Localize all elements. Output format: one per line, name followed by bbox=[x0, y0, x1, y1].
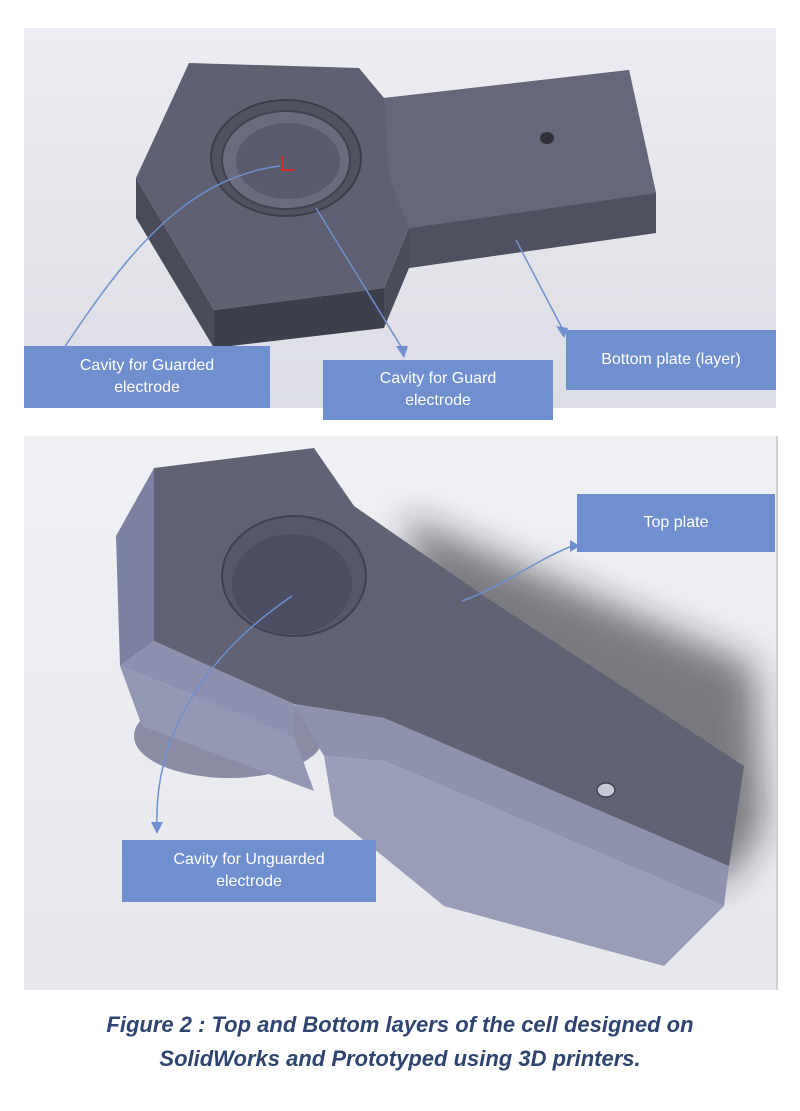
guard-cavity-leader bbox=[315, 207, 403, 349]
bottom-plate-render bbox=[63, 63, 656, 358]
top-plate-lower-left-face bbox=[120, 641, 294, 736]
top-plate-leader bbox=[461, 545, 573, 602]
top-plate-render bbox=[116, 448, 764, 966]
bottom-plate-render-panel bbox=[24, 28, 776, 408]
top-plate-arm-front-face bbox=[294, 704, 729, 906]
top-plate-arm-bottom-face bbox=[324, 756, 724, 966]
unguarded-cavity-leader bbox=[156, 595, 293, 827]
guarded-cavity-callout: Cavity for Guarded electrode bbox=[24, 346, 270, 408]
guarded-cavity-floor bbox=[236, 123, 340, 199]
bottom-plate-left-side-face bbox=[136, 178, 214, 348]
unguarded-cavity-wall bbox=[232, 534, 352, 634]
top-plate-pin-hole bbox=[596, 782, 616, 798]
figure-caption-line-1: Figure 2 : Top and Bottom layers of the … bbox=[106, 1012, 694, 1037]
figure-caption-line-2: SolidWorks and Prototyped using 3D print… bbox=[159, 1046, 641, 1071]
top-plate-left-face bbox=[116, 468, 154, 666]
bottom-plate-arrowhead bbox=[556, 326, 568, 338]
unguarded-cavity-callout: Cavity for Unguarded electrode bbox=[122, 840, 376, 902]
unguarded-cavity-arrowhead bbox=[151, 822, 163, 834]
bottom-plate-neck-side-face bbox=[384, 228, 409, 328]
top-plate-callout: Top plate bbox=[577, 494, 775, 552]
bottom-plate-leader bbox=[515, 239, 563, 329]
guard-cavity-arrowhead bbox=[396, 346, 408, 358]
figure-caption: Figure 2 : Top and Bottom layers of the … bbox=[0, 1008, 800, 1076]
top-plate-lower-face bbox=[120, 666, 314, 791]
guarded-cavity-leader bbox=[63, 165, 281, 349]
guard-cavity-callout: Cavity for Guard electrode bbox=[323, 360, 553, 420]
bottom-plate-callout: Bottom plate (layer) bbox=[566, 330, 776, 390]
origin-marker-icon bbox=[281, 156, 294, 171]
bottom-plate-pin-hole bbox=[540, 132, 554, 144]
bottom-plate-arm-highlight bbox=[384, 70, 656, 228]
top-plate-arrowhead bbox=[570, 540, 580, 552]
bottom-plate-front-face bbox=[214, 288, 384, 348]
bottom-plate-arm-side-face-solid bbox=[409, 193, 656, 268]
